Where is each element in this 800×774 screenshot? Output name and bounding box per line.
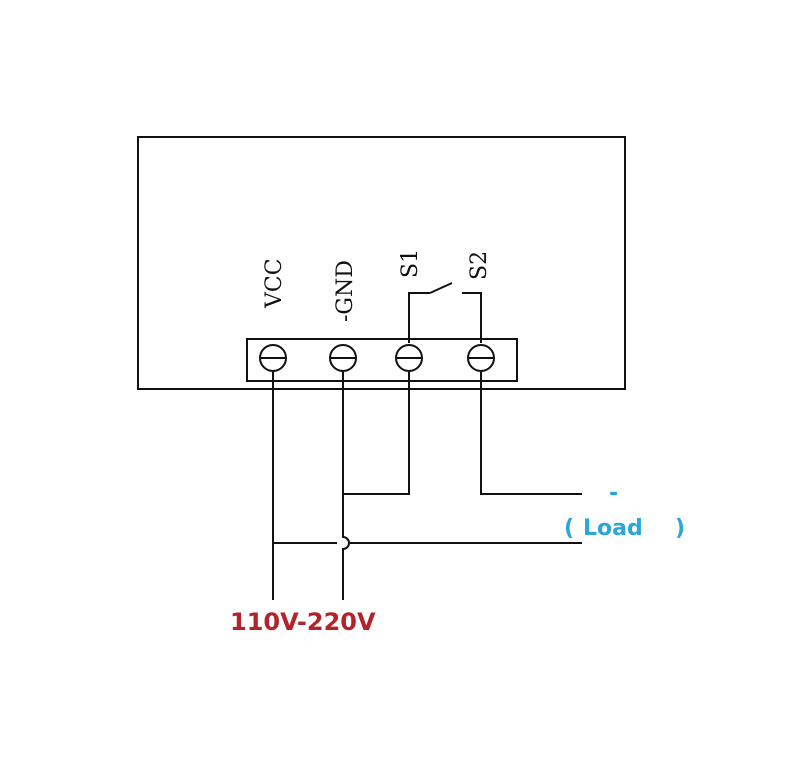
s2-load-wire [480, 371, 582, 495]
load-open-paren: ( [564, 516, 574, 541]
terminal-label-s1: S1 [398, 249, 423, 278]
supply-voltage-label: 110V-220V [230, 608, 376, 636]
terminal-screw-gnd [329, 344, 357, 372]
load-label: Load [583, 516, 643, 541]
terminal-screw-vcc [259, 344, 287, 372]
load-marker: - [609, 481, 618, 506]
terminal-label-vcc: VCC [262, 258, 287, 309]
s1-jumper-wire [343, 371, 410, 495]
gnd-wire [342, 371, 350, 600]
terminal-label-gnd: -GND [333, 260, 358, 322]
terminal-screw-s2 [467, 344, 495, 372]
terminal-screw-s1 [395, 344, 423, 372]
relay-switch-contact [408, 282, 482, 343]
terminal-label-s2: S2 [467, 251, 492, 280]
load-close-paren: ) [675, 516, 685, 541]
